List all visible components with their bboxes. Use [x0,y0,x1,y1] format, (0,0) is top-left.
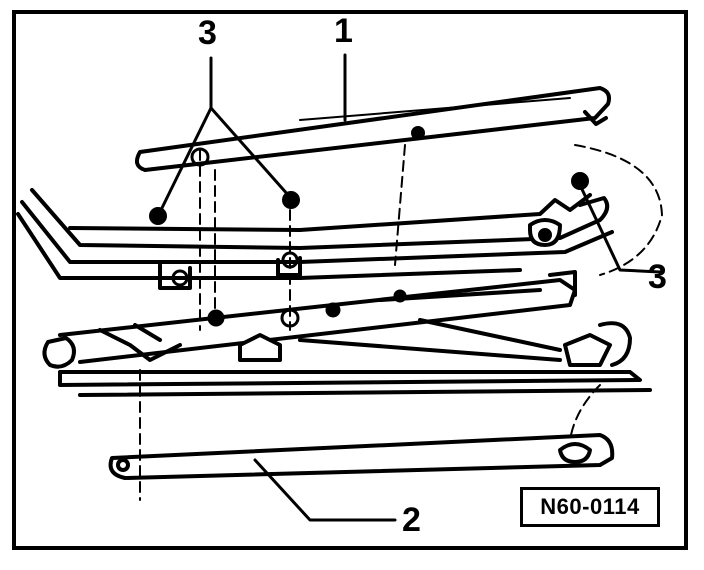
seat-pan-frame [16,172,614,290]
height-adjuster-mechanism [42,270,652,397]
callout-2: 2 [402,501,421,539]
callout-1: 1 [334,12,353,50]
callout-3-top: 3 [198,14,217,52]
leader-lines [158,53,662,522]
figure-code-box: N60-0114 [520,487,660,527]
callout-3-right: 3 [648,258,667,296]
figure-code: N60-0114 [540,494,640,519]
lower-rail-part-2 [108,433,615,480]
